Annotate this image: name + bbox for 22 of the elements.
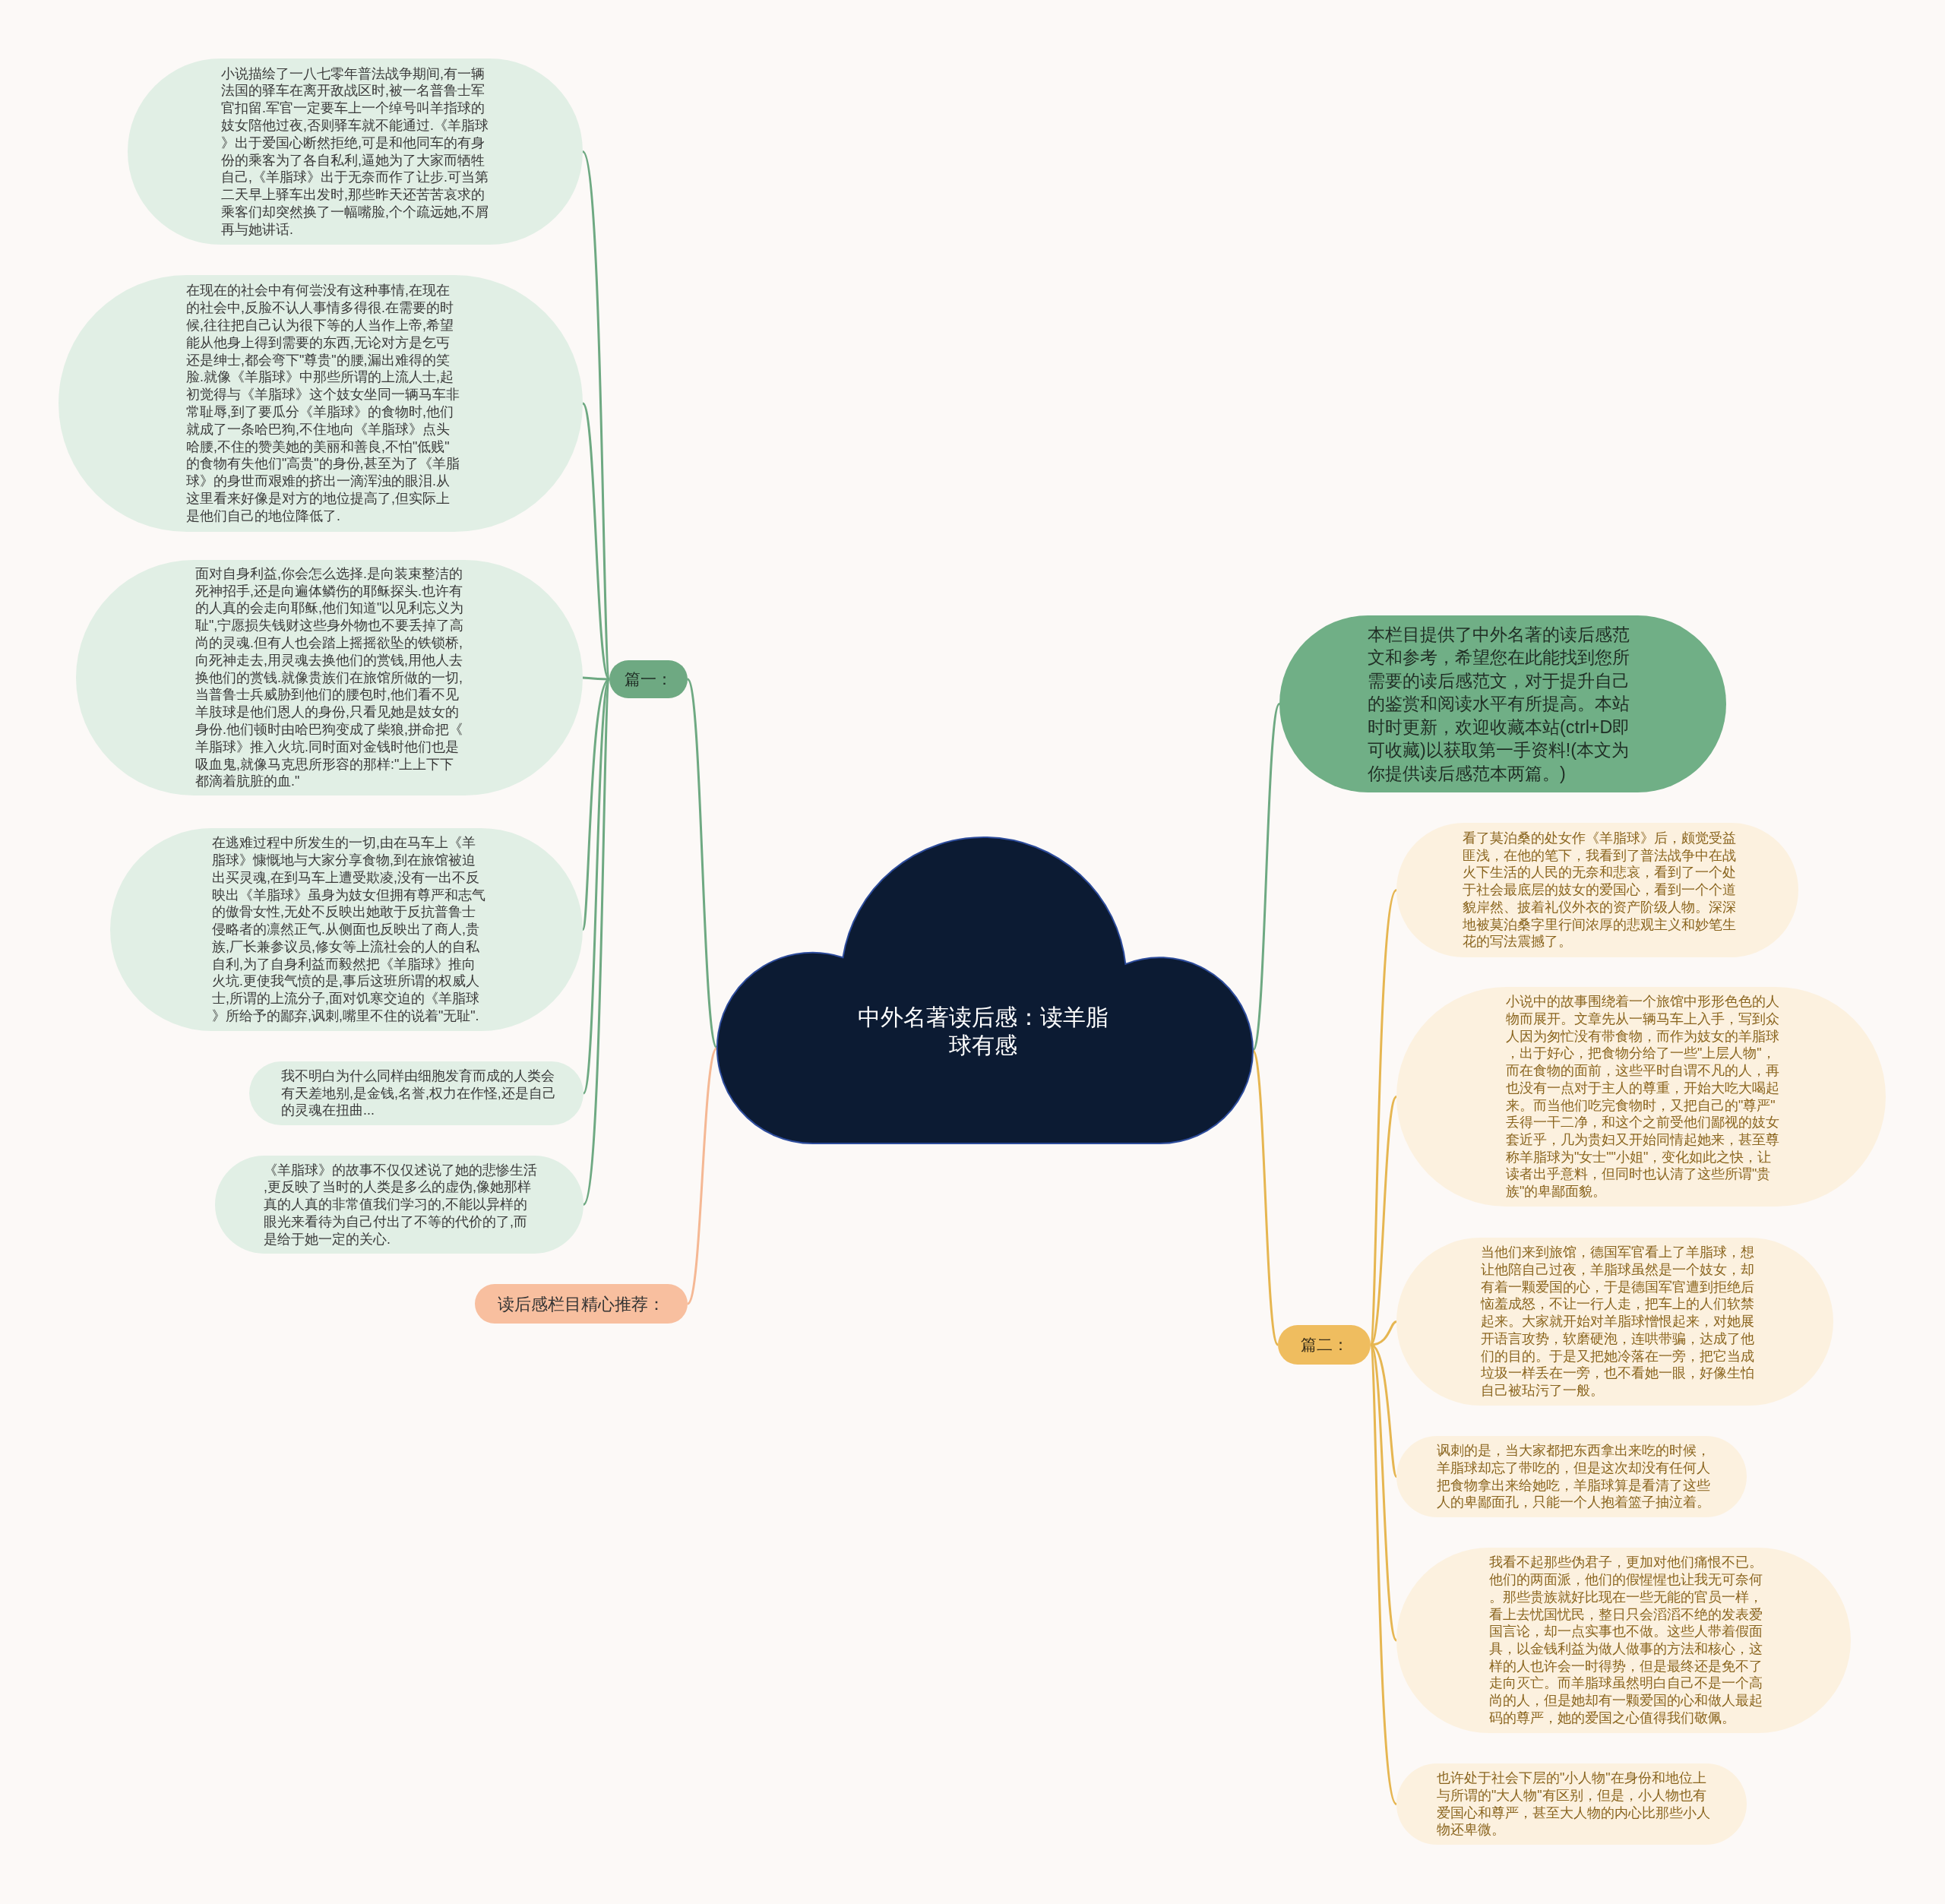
text-bubble: 《羊脂球》的故事不仅仅述说了她的悲惨生活,更反映了当时的人类是多么的虚伪,像她那样真的人真的非常值我们学习的,不能以异样的眼光来看待为自己付出了不等的代价的了,而是给于她一定的关心. <box>215 1156 584 1254</box>
text-bubble: 讽刺的是，当大家都把东西拿出来吃的时候，羊脂球却忘了带吃的，但是这次却没有任何人把食物拿出来给她吃，羊脂球算是看清了这些人的卑鄙面孔，只能一个人抱着篮子抽泣着。 <box>1396 1436 1747 1517</box>
connector-line <box>1369 1344 1398 1805</box>
text-bubble: 小说描绘了一八七零年普法战争期间,有一辆法国的驿车在离开敌战区时,被一名普鲁士军官扣留.军官一定要车上一个绰号叫羊指球的妓女陪他过夜,否则驿车就不能通过.《羊脂球》出于爱国心断然拒绝,可是和他同车的有身份的乘客为了各自私利,逼她为了大家而牺牲自己,《羊脂球》出于无奈而作了让步.可当第二天早上驿车出发时,那些昨天还苦苦哀求的乘客们却突然换了一幅嘴脸,个个疏远她,不屑再与她讲话. <box>128 59 583 245</box>
text-bubble: 在逃难过程中所发生的一切,由在马车上《羊脂球》慷慨地与大家分享食物,到在旅馆被迫出买灵魂,在到马车上遭受欺凌,没有一出不反映出《羊脂球》虽身为妓女但拥有尊严和志气的傲骨女性,无处不反映出她敢于反抗普鲁士侵略者的凛然正气.从侧面也反映出了商人,贵族,厂长兼参议员,修女等上流社会的人的自私自利,为了自身利益而毅然把《羊脂球》推向火坑.更使我气愤的是,事后这班所谓的权威人士,所谓的上流分子,面对饥寒交迫的《羊脂球》所给予的鄙弃,讽刺,嘴里不住的说着"无耻". <box>110 828 583 1031</box>
text-bubble: 面对自身利益,你会怎么选择.是向装束整洁的死神招手,还是向遍体鳞伤的耶稣探头.也许有的人真的会走向耶稣,他们知道"以见利忘义为耻",宁愿损失钱财这些身外物也不要丢掉了高尚的灵魂.但有人也会踏上摇摇欲坠的铁锁桥,向死神走去,用灵魂去换他们的赏钱,用他人去换他们的赏钱.就像贵族们在旅馆所做的一切,当普鲁士兵威胁到他们的腰包时,他们看不见羊肢球是他们恩人的身份,只看见她是妓女的身份.他们顿时由哈巴狗变成了柴狼,拼命把《羊脂球》推入火坑.同时面对金钱时他们也是吸血鬼,就像马克思所形容的那样:"上上下下都滴着肮脏的血." <box>76 560 583 795</box>
text-bubble: 我不明白为什么同样由细胞发育而成的人类会有天差地别,是金钱,名誉,权力在作怪,还是自己的灵魂在扭曲... <box>249 1061 584 1125</box>
central-topic: 中外名著读后感：读羊脂球有感 <box>857 1004 1109 1059</box>
text-bubble: 我看不起那些伪君子，更加对他们痛恨不已。他们的两面派，他们的假惺惺也让我无可奈何。那些贵族就好比现在一些无能的官员一样，看上去忧国忧民，整日只会滔滔不绝的发表爱国言论，却一点实事也不做。这些人带着假面具，以金钱利益为做人做事的方法和核心，这样的人也许会一时得势，但是最终还是免不了走向灭亡。而羊脂球虽然明白自己不是一个高尚的人，但是她却有一颗爱国的心和做人最起码的尊严，她的爱国之心值得我们敬佩。 <box>1396 1548 1851 1733</box>
connector-line <box>1369 889 1398 1346</box>
branch-pill: 篇一： <box>609 660 688 698</box>
connector-line <box>581 403 611 680</box>
text-bubble: 小说中的故事围绕着一个旅馆中形形色色的人物而展开。文章先从一辆马车上入手，写到众人因为匆忙没有带食物，而作为妓女的羊脂球，出于好心，把食物分给了一些"上层人物"，而在食物的面前，这些平时自谓不凡的人，再也没有一点对于主人的尊重，开始大吃大喝起来。而当他们吃完食物时，又把自己的"尊严"丢得一干二净，和这个之前受他们鄙视的妓女套近乎，几为贵妇又开始同情起她来，甚至尊称羊脂球为"女士""小姐"，变化如此之快，让读者出乎意料，但同时也认清了这些所谓"贵族"的卑鄙面貌。 <box>1396 987 1886 1207</box>
branch-pill: 读后感栏目精心推荐： <box>475 1284 688 1324</box>
text-bubble: 在现在的社会中有何尝没有这种事情,在现在的社会中,反脸不认人事情多得很.在需要的时候,往往把自己认为很下等的人当作上帝,希望能从他身上得到需要的东西,无论对方是乞丐还是绅士,都会弯下"尊贵"的腰,漏出难得的笑脸.就像《羊脂球》中那些所谓的上流人士,起初觉得与《羊脂球》这个妓女坐同一辆马车非常耻辱,到了要瓜分《羊脂球》的食物时,他们就成了一条哈巴狗,不住地向《羊脂球》点头哈腰,不住的赞美她的美丽和善良,不怕"低贱"的食物有失他们"高贵"的身份,甚至为了《羊脂球》的身世而艰难的挤出一滴浑浊的眼泪.从这里看来好像是对方的地位提高了,但实际上是他们自己的地位降低了. <box>59 275 583 532</box>
connector-line <box>581 150 611 680</box>
text-bubble: 也许处于社会下层的"小人物"在身份和地位上与所谓的"大人物"有区别，但是，小人物也有爱国心和尊严，甚至大人物的内心比那些小人物还卑微。 <box>1396 1763 1747 1845</box>
connector-line <box>582 676 609 681</box>
text-bubble: 当他们来到旅馆，德国军官看上了羊脂球，想让他陪自己过夜，羊脂球虽然是一个妓女，却有着一颗爱国的心，于是德国军官遭到拒绝后恼羞成怒，不让一行人走，把车上的人们软禁起来。大家就开始对羊脂球憎恨起来，对她展开语言攻势，软磨硬泡，连哄带骗，达成了他们的目的。于是又把她冷落在一旁，把它当成垃圾一样丢在一旁，也不看她一眼，好像生怕自己被玷污了一般。 <box>1396 1238 1833 1406</box>
text-bubble: 看了莫泊桑的处女作《羊脂球》后，颇觉受益匪浅，在他的笔下，我看到了普法战争中在战火下生活的人民的无奈和悲哀，看到了一个处于社会最底层的妓女的爱国心，看到一个个道貌岸然、披着礼仪外衣的资产阶级人物。深深地被莫泊桑字里行间浓厚的悲观主义和妙笔生花的写法震撼了。 <box>1396 823 1798 957</box>
intro-bubble: 本栏目提供了中外名著的读后感范文和参考，希望您在此能找到您所需要的读后感范文，对于提升自己的鉴赏和阅读水平有所提高。本站时时更新，欢迎收藏本站(ctrl+D即可收藏)以获取第一手资料!(本文为你提供读后感范本两篇。) <box>1279 615 1726 792</box>
branch-pill: 篇二： <box>1278 1325 1371 1365</box>
